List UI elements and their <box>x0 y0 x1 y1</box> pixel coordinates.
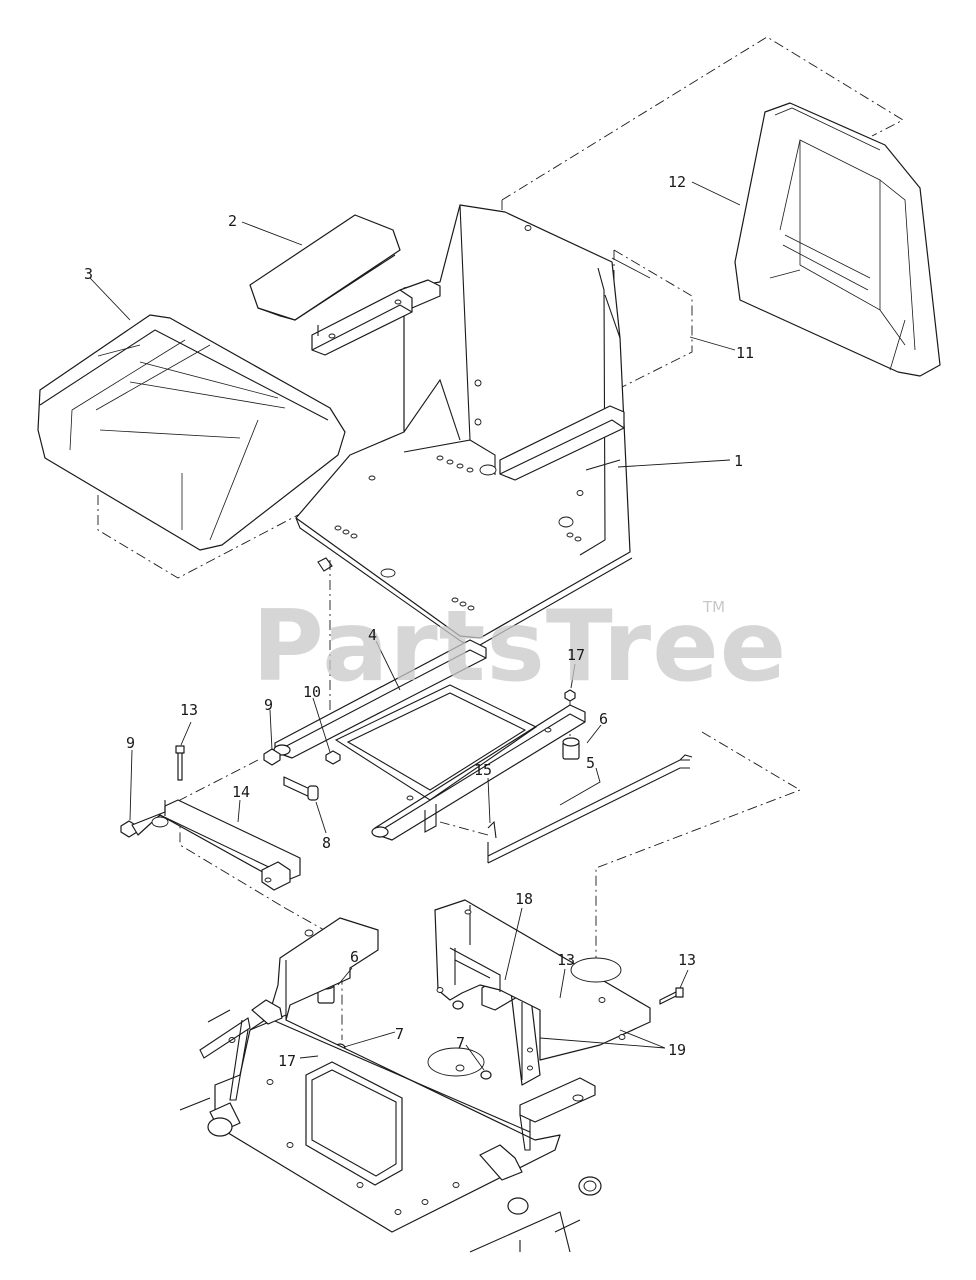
callout-6-upper: 6 <box>599 710 608 728</box>
callout-2: 2 <box>228 212 237 230</box>
seat-bracket <box>131 799 301 891</box>
callout-4: 4 <box>368 626 377 644</box>
leader-lines <box>89 181 741 1071</box>
callout-13-left: 13 <box>180 701 198 719</box>
back-cushion <box>734 102 941 377</box>
bumper-spacer-upper <box>562 737 580 760</box>
callout-13-right: 13 <box>678 951 696 969</box>
callout-13-middle: 13 <box>557 951 575 969</box>
callout-7-left: 7 <box>395 1025 404 1043</box>
callout-11: 11 <box>736 344 754 362</box>
callout-10: 10 <box>303 683 321 701</box>
watermark: PartsTree TM <box>252 590 787 704</box>
callout-18: 18 <box>515 890 533 908</box>
callout-9-upper: 9 <box>264 696 273 714</box>
seat-cushion <box>37 314 346 551</box>
watermark-trademark: TM <box>702 598 725 616</box>
callout-8: 8 <box>322 834 331 852</box>
callout-15: 15 <box>474 761 492 779</box>
callout-14: 14 <box>232 783 250 801</box>
callout-7-right: 7 <box>456 1034 465 1052</box>
callout-3: 3 <box>84 265 93 283</box>
callout-5: 5 <box>586 754 595 772</box>
callout-19: 19 <box>668 1041 686 1059</box>
callout-1: 1 <box>734 452 743 470</box>
mower-chassis <box>179 899 651 1253</box>
callout-12: 12 <box>668 173 686 191</box>
seat-frame <box>273 639 586 841</box>
watermark-text: PartsTree <box>252 590 787 704</box>
callout-6-lower: 6 <box>350 948 359 966</box>
callout-labels: 1 2 3 4 5 6 6 7 7 8 9 9 10 11 12 13 13 1… <box>84 173 754 1070</box>
callout-17-lower: 17 <box>278 1052 296 1070</box>
armrest <box>249 214 413 356</box>
plate <box>611 257 651 279</box>
callout-9-lower: 9 <box>126 734 135 752</box>
callout-17-upper: 17 <box>567 646 585 664</box>
adjust-rod <box>487 754 693 864</box>
